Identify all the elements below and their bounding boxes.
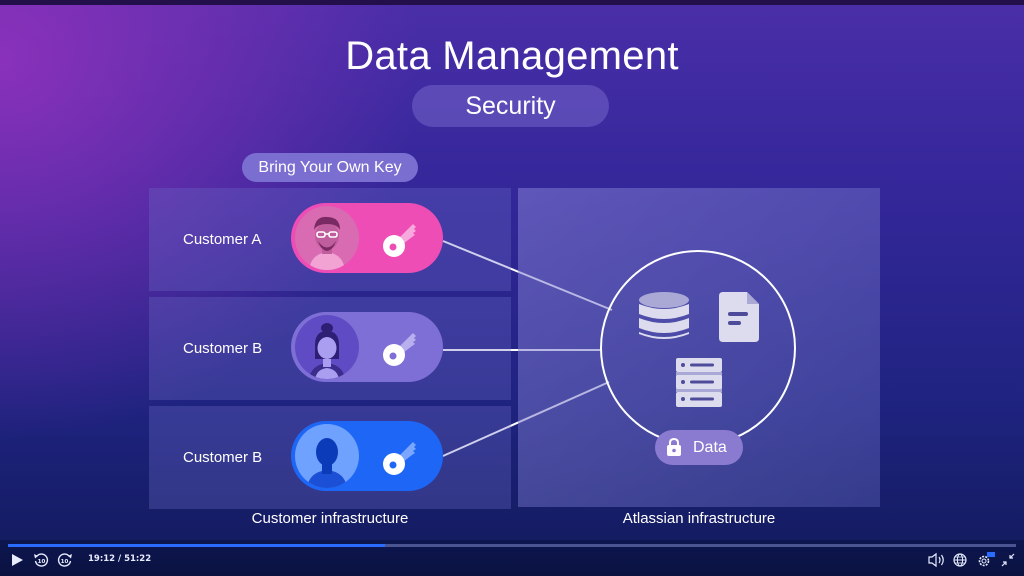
subtitle-pill: Security: [412, 85, 609, 127]
rewind-10-button[interactable]: 10: [33, 552, 51, 568]
section-badge: Bring Your Own Key: [242, 153, 418, 182]
silhouette-avatar: [295, 424, 359, 488]
slide: Data Management Security Bring Your Own …: [0, 0, 1024, 540]
svg-text:10: 10: [61, 559, 69, 565]
customer-row: Customer B: [149, 297, 511, 400]
key-icon: [379, 329, 419, 369]
volume-icon: [928, 552, 944, 568]
language-globe-icon: [953, 553, 967, 567]
video-player-controls: 10 10 19:12 / 51:22: [0, 540, 1024, 576]
customer-key-toggle: [291, 203, 443, 273]
data-badge: Data: [655, 430, 743, 465]
man-with-glasses-avatar: [295, 206, 359, 270]
exit-fullscreen-button[interactable]: [1000, 552, 1018, 568]
data-badge-label: Data: [693, 439, 727, 456]
rewind-10-icon: 10: [34, 553, 49, 567]
customer-label: Customer B: [183, 340, 263, 357]
time-display: 19:12 / 51:22: [88, 554, 152, 564]
progress-bar[interactable]: [8, 544, 1016, 547]
progress-fill: [8, 544, 385, 547]
forward-10-icon: 10: [57, 553, 72, 567]
forward-10-button[interactable]: 10: [57, 552, 75, 568]
data-store-circle: [600, 250, 796, 446]
key-icon: [379, 220, 419, 260]
customer-key-toggle: [291, 312, 443, 382]
customer-row: Customer A: [149, 188, 511, 291]
play-icon: [12, 554, 23, 566]
woman-avatar: [295, 315, 359, 379]
language-button[interactable]: [952, 552, 970, 568]
slide-title: Data Management: [345, 34, 679, 78]
server-icon: [676, 358, 722, 407]
document-icon: [719, 292, 759, 342]
settings-gear-icon: [978, 552, 995, 567]
exit-fullscreen-icon: [1001, 553, 1015, 567]
atlassian-infrastructure-label: Atlassian infrastructure: [622, 510, 776, 527]
customer-infrastructure-label: Customer infrastructure: [251, 510, 409, 527]
customer-row: Customer B: [149, 406, 511, 509]
svg-text:10: 10: [38, 559, 46, 565]
play-button[interactable]: [9, 552, 27, 568]
customer-label: Customer B: [183, 449, 263, 466]
lock-icon: [667, 438, 681, 456]
database-icon: [639, 292, 689, 339]
customer-label: Customer A: [183, 231, 262, 248]
key-icon: [379, 438, 419, 478]
customer-key-toggle: [291, 421, 443, 491]
volume-button[interactable]: [928, 552, 946, 568]
settings-button[interactable]: [976, 552, 996, 568]
